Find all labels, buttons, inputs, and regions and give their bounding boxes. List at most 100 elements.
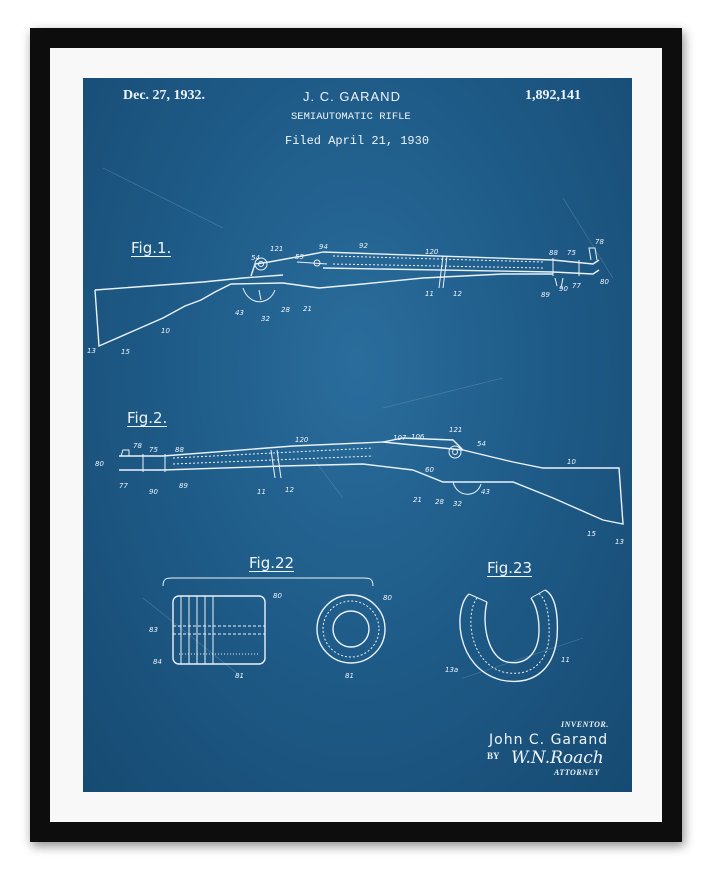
fig22-end-view-mid — [322, 600, 380, 658]
blueprint-print: Dec. 27, 1932. J. C. GARAND 1,892,141 SE… — [83, 78, 632, 792]
svg-text:94: 94 — [319, 243, 328, 251]
svg-text:88: 88 — [175, 446, 184, 454]
svg-text:75: 75 — [149, 446, 158, 454]
svg-text:106: 106 — [411, 433, 425, 441]
svg-text:90: 90 — [559, 285, 568, 293]
fig1-receiver — [250, 251, 324, 277]
fig2-lower-stock — [412, 469, 483, 483]
svg-text:55: 55 — [295, 253, 304, 261]
svg-text:121: 121 — [270, 245, 283, 253]
svg-text:120: 120 — [295, 436, 309, 444]
fig1-barrel-bottom — [322, 267, 600, 275]
fig22-label: Fig.22 — [249, 554, 295, 572]
svg-text:32: 32 — [261, 315, 270, 323]
svg-text:12: 12 — [453, 290, 462, 298]
patent-drawing: 121 94 92 120 88 75 78 54 55 89 90 77 80 11 12 43 3… — [87, 167, 624, 682]
fig1-band — [438, 255, 448, 289]
svg-text:80: 80 — [273, 592, 282, 600]
fig23-horseshoe-inner — [484, 597, 540, 664]
svg-text:28: 28 — [281, 306, 290, 314]
svg-text:81: 81 — [345, 672, 354, 680]
fig22-side-view — [172, 595, 266, 665]
fig23-drawing: 13a 11 — [445, 589, 570, 682]
svg-text:90: 90 — [149, 488, 158, 496]
svg-text:10: 10 — [567, 458, 576, 466]
fig23-label: Fig.23 — [487, 559, 533, 577]
patent-title: SEMIAUTOMATIC RIFLE — [291, 111, 411, 123]
patent-number: 1,892,141 — [525, 88, 581, 103]
fig1-op-rod — [296, 261, 328, 265]
filed-date: Filed April 21, 1930 — [285, 134, 430, 148]
svg-text:11: 11 — [425, 290, 434, 298]
svg-text:80: 80 — [383, 594, 392, 602]
svg-text:13: 13 — [87, 347, 96, 355]
svg-text:54: 54 — [477, 440, 486, 448]
svg-text:78: 78 — [595, 238, 604, 246]
fig22-drawing: 80 83 84 81 80 81 — [149, 577, 392, 680]
fig1-front-sight — [588, 247, 598, 261]
fig1-stock-top — [94, 274, 284, 291]
fig2-barrel-bottom — [119, 463, 414, 471]
inventor-caption: INVENTOR. — [561, 720, 609, 729]
svg-text:92: 92 — [359, 242, 368, 250]
svg-text:43: 43 — [481, 488, 490, 496]
svg-text:21: 21 — [413, 496, 422, 504]
fig2-gas-cylinder — [142, 454, 166, 472]
fig2-trigger-guard — [452, 481, 482, 495]
svg-text:77: 77 — [119, 482, 128, 490]
fig1-rear-sight — [254, 257, 268, 271]
svg-text:11: 11 — [561, 656, 570, 664]
fig1-handguard — [332, 255, 544, 269]
svg-text:83: 83 — [149, 626, 158, 634]
svg-text:120: 120 — [425, 248, 439, 256]
fig23-horseshoe-outer — [459, 589, 559, 682]
svg-text:107: 107 — [393, 434, 407, 442]
svg-text:88: 88 — [549, 249, 558, 257]
fig2-rear-sight — [448, 445, 462, 459]
fig1-barrel-top — [322, 251, 600, 265]
svg-text:13a: 13a — [445, 666, 458, 674]
svg-text:84: 84 — [153, 658, 162, 666]
fig2-handguard — [172, 447, 374, 465]
svg-text:32: 32 — [453, 500, 462, 508]
fig2-front-sight — [120, 449, 130, 457]
fig23-reference-numerals: 13a 11 — [445, 656, 570, 674]
attorney-caption: ATTORNEY — [554, 768, 600, 777]
svg-text:89: 89 — [179, 482, 188, 490]
fig22-bracket — [162, 577, 374, 587]
fig1-stock — [94, 282, 284, 348]
svg-text:15: 15 — [587, 530, 596, 538]
svg-text:54: 54 — [251, 254, 260, 262]
fig2-band — [270, 449, 282, 479]
svg-text:28: 28 — [435, 498, 444, 506]
fig2-stock — [462, 449, 624, 525]
svg-text:43: 43 — [235, 309, 244, 317]
svg-text:60: 60 — [425, 466, 434, 474]
svg-text:15: 15 — [121, 348, 130, 356]
inventor-signature: John C. Garand — [489, 732, 609, 748]
fig2-receiver — [382, 437, 464, 451]
fig2-label: Fig.2. — [127, 409, 168, 427]
svg-text:10: 10 — [161, 327, 170, 335]
scratch-texture — [102, 167, 614, 679]
svg-text:81: 81 — [235, 672, 244, 680]
fig23-horseshoe-mid — [470, 593, 550, 674]
svg-text:80: 80 — [600, 278, 609, 286]
fig1-gas-cylinder — [552, 258, 580, 276]
svg-text:75: 75 — [567, 249, 576, 257]
fig22-reference-numerals: 80 83 84 81 80 81 — [149, 592, 392, 680]
fig2-barrel-top — [119, 441, 464, 457]
fig1-lower-stock — [282, 273, 553, 289]
svg-text:77: 77 — [572, 282, 581, 290]
fig1-label: Fig.1. — [131, 239, 172, 257]
fig1-trigger-guard — [242, 287, 276, 303]
svg-text:121: 121 — [449, 426, 462, 434]
attorney-signature: W.N.Roach — [511, 748, 604, 768]
fig22-end-view-bore — [332, 610, 370, 648]
svg-text:11: 11 — [257, 488, 266, 496]
inventor-name: J. C. GARAND — [303, 89, 401, 104]
svg-text:78: 78 — [133, 442, 142, 450]
